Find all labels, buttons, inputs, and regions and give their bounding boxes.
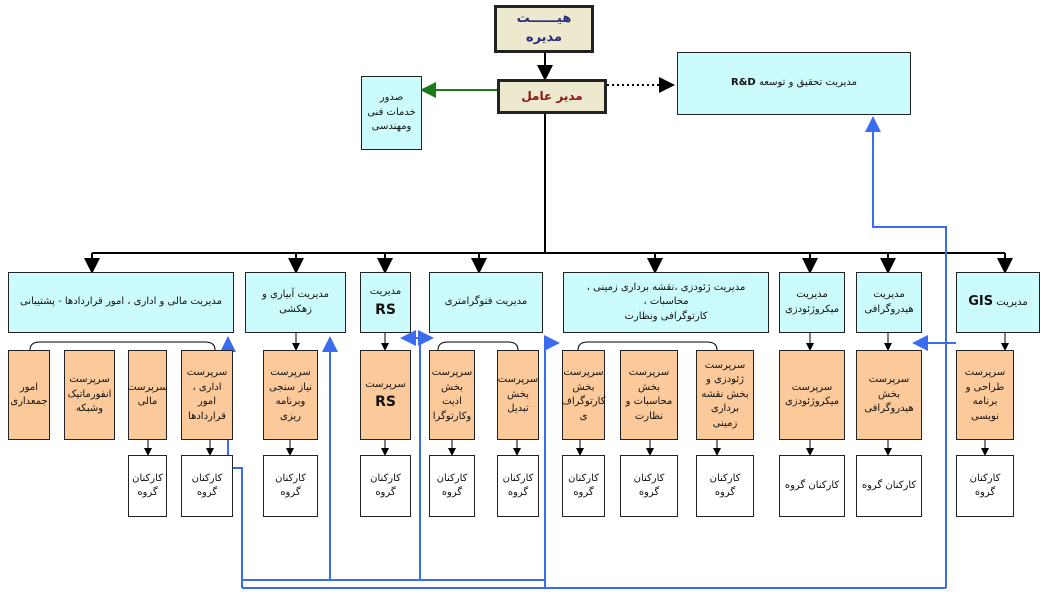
staff-gis: کارکنان گروه <box>956 455 1014 517</box>
dept-photogrammetry: مدیریت فتوگرامتری <box>429 272 543 333</box>
supervisor-computation-label: سرپرست بخش محاسبات و نظارت <box>625 367 673 422</box>
supervisor-gis-label: سرپرست طراحی و برنامه نویسی <box>964 367 1006 422</box>
rnd-abbr: R&D <box>731 77 756 89</box>
dept-rs: مدیریت RS <box>360 272 411 333</box>
supervisor-conversion: سرپرست بخش تبدیل <box>497 350 539 440</box>
board-label: هیــــــت مدیره <box>516 11 572 45</box>
dept-hydrography: مدیریت هیدروگرافی <box>856 272 922 333</box>
supervisor-microgeodesy: سرپرست میکروژئودزی <box>779 350 845 440</box>
staff-geodesy-label: کارکنان گروه <box>709 472 741 499</box>
supervisor-computation: سرپرست بخش محاسبات و نظارت <box>620 350 678 440</box>
supervisor-irrigation: سرپرست نیاز سنجی وبرنامه ریزی <box>263 350 318 440</box>
dept-gis-prefix: مدیریت <box>996 297 1028 309</box>
supervisor-assets-label: امور جمعداری <box>10 381 48 408</box>
supervisor-rs: سرپرست RS <box>360 350 411 440</box>
staff-irrigation: کارکنان گروه <box>263 455 318 517</box>
dept-rs-prefix: مدیریت <box>369 286 402 298</box>
staff-geodesy: کارکنان گروه <box>696 455 754 517</box>
supervisor-financial-label: سرپرست مالی <box>127 381 168 408</box>
staff-cartography-label: کارکنان گروه <box>568 472 599 499</box>
dept-gis: مدیریت GIS <box>956 272 1040 333</box>
dept-rs-abbr: RS <box>375 301 396 318</box>
supervisor-assets: امور جمعداری <box>8 350 50 440</box>
staff-conversion: کارکنان گروه <box>497 455 539 517</box>
issuance-services-label: صدور خدمات فنی ومهندسی <box>367 92 416 133</box>
supervisor-cartography-label: سرپرست بخش کارتوگراف ی <box>561 367 606 422</box>
ceo-label: مدیر عامل <box>521 88 583 103</box>
supervisor-financial: سرپرست مالی <box>127 350 168 440</box>
staff-microgeodesy: کارکنان گروه <box>779 455 845 517</box>
staff-computation-label: کارکنان گروه <box>633 472 665 499</box>
staff-rs: کارکنان گروه <box>360 455 411 517</box>
staff-admin-label: کارکنان گروه <box>191 472 223 499</box>
staff-rs-label: کارکنان گروه <box>370 472 401 499</box>
dept-gis-label: مدیریت GIS <box>968 293 1028 312</box>
staff-microgeodesy-label: کارکنان گروه <box>784 479 840 491</box>
rnd-box: مدیریت تحقیق و توسعه R&D <box>677 52 911 115</box>
staff-hydrography-label: کارکنان گروه <box>861 479 917 491</box>
supervisor-conversion-label: سرپرست بخش تبدیل <box>497 374 539 415</box>
staff-editing-label: کارکنان گروه <box>436 472 468 499</box>
board-of-directors-box: هیــــــت مدیره <box>494 5 594 53</box>
dept-gis-abbr: GIS <box>968 294 994 310</box>
staff-conversion-label: کارکنان گروه <box>502 472 534 499</box>
supervisor-infomatics-label: سرپرست انفورماتیک وشبکه <box>67 374 112 415</box>
supervisor-irrigation-label: سرپرست نیاز سنجی وبرنامه ریزی <box>268 367 313 422</box>
staff-financial: کارکنان گروه <box>128 455 167 517</box>
dept-irrigation-label: مدیریت آبیاری و زهکشی <box>262 289 329 315</box>
dept-microgeodesy: مدیریت میکروژئودزی <box>779 272 845 333</box>
supervisor-hydrography-label: سرپرست بخش هیدروگرافی <box>864 374 914 415</box>
dept-microgeodesy-label: مدیریت میکروژئودزی <box>784 289 840 315</box>
dept-photogrammetry-label: مدیریت فتوگرامتری <box>444 296 528 308</box>
rnd-label: مدیریت تحقیق و توسعه R&D <box>731 76 857 91</box>
staff-gis-label: کارکنان گروه <box>969 472 1001 499</box>
dept-irrigation: مدیریت آبیاری و زهکشی <box>245 272 346 333</box>
dept-geodesy: مدیریت ژئودزی ،نقشه برداری زمینی ، محاسب… <box>563 272 769 333</box>
dept-hydrography-label: مدیریت هیدروگرافی <box>864 289 914 315</box>
dept-finance-label: مدیریت مالی و اداری ، امور قراردادها - پ… <box>19 296 223 308</box>
supervisor-hydrography: سرپرست بخش هیدروگرافی <box>856 350 922 440</box>
supervisor-microgeodesy-label: سرپرست میکروژئودزی <box>784 381 840 408</box>
staff-hydrography: کارکنان گروه <box>856 455 922 517</box>
supervisor-admin: سرپرست اداری ، امور قراردادها <box>181 350 233 440</box>
supervisor-editing-label: سرپرست بخش ادیت وکارتوگرا <box>431 367 473 422</box>
ceo-box: مدیر عامل <box>497 79 607 114</box>
rnd-prefix: مدیریت تحقیق و توسعه <box>758 77 857 89</box>
supervisor-rs-abbr: RS <box>375 394 396 411</box>
supervisor-rs-prefix: سرپرست <box>365 378 406 390</box>
staff-financial-label: کارکنان گروه <box>132 472 163 499</box>
staff-editing: کارکنان گروه <box>429 455 475 517</box>
supervisor-admin-label: سرپرست اداری ، امور قراردادها <box>186 367 228 422</box>
staff-admin: کارکنان گروه <box>181 455 233 517</box>
supervisor-cartography: سرپرست بخش کارتوگراف ی <box>561 350 606 440</box>
staff-irrigation-label: کارکنان گروه <box>275 472 306 499</box>
dept-finance: مدیریت مالی و اداری ، امور قراردادها - پ… <box>8 272 234 333</box>
staff-cartography: کارکنان گروه <box>562 455 605 517</box>
supervisor-geodesy-label: سرپرست ژئودزی و بخش نقشه برداری زمینی <box>701 359 749 429</box>
staff-computation: کارکنان گروه <box>620 455 678 517</box>
issuance-services-box: صدور خدمات فنی ومهندسی <box>361 76 422 150</box>
supervisor-geodesy: سرپرست ژئودزی و بخش نقشه برداری زمینی <box>696 350 754 440</box>
dept-geodesy-label: مدیریت ژئودزی ،نقشه برداری زمینی ، محاسب… <box>586 281 746 322</box>
supervisor-infomatics: سرپرست انفورماتیک وشبکه <box>64 350 115 440</box>
supervisor-gis: سرپرست طراحی و برنامه نویسی <box>956 350 1014 440</box>
supervisor-editing: سرپرست بخش ادیت وکارتوگرا <box>429 350 475 440</box>
